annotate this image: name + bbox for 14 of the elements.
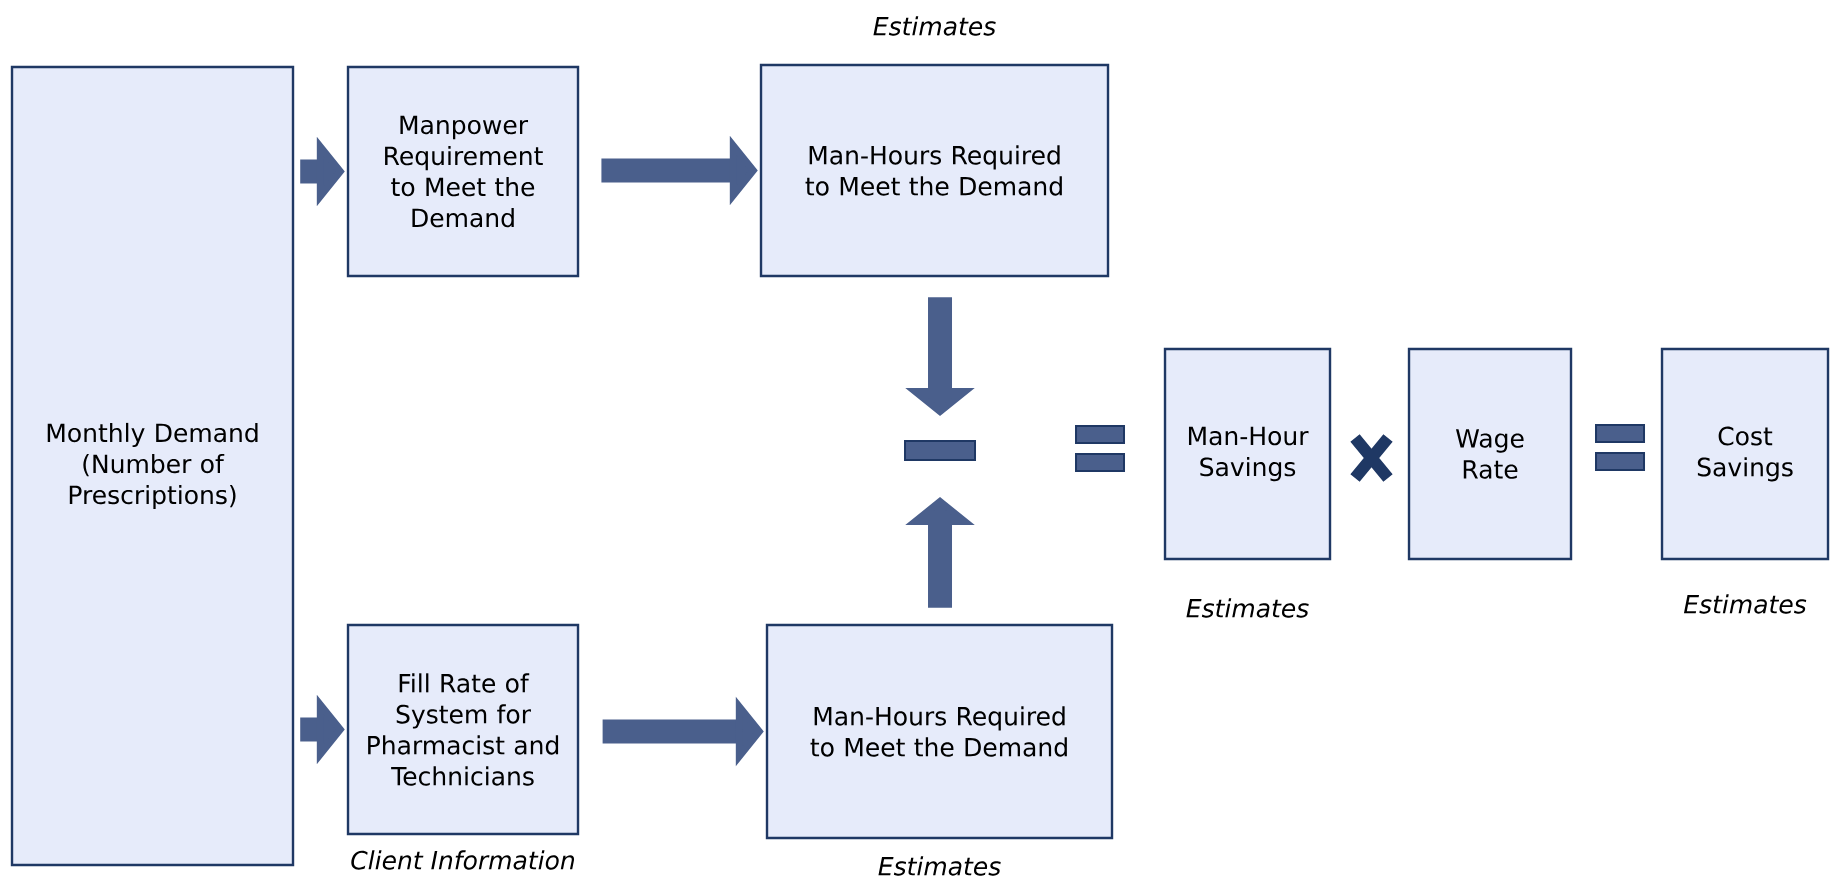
process-box: Manpower Requirement to Meet the Demand: [346, 65, 580, 278]
process-box: Fill Rate of System for Pharmacist and Technicians: [346, 623, 580, 836]
process-box: Man-Hours Required to Meet the Demand: [765, 623, 1114, 840]
node-label: Estimates: [878, 856, 1001, 876]
minus-sign: [904, 440, 976, 461]
node-label: Client Information: [351, 850, 575, 870]
process-box: Wage Rate: [1407, 347, 1573, 561]
node-label: Estimates: [873, 16, 996, 36]
node-label: Estimates: [1683, 594, 1807, 614]
process-box: Monthly Demand (Number of Prescriptions): [10, 65, 295, 867]
process-box: Man-Hours Required to Meet the Demand: [759, 63, 1110, 278]
process-box: Man-Hour Savings: [1163, 347, 1332, 561]
node-label: Estimates: [1186, 598, 1309, 618]
process-box: Cost Savings: [1660, 347, 1830, 561]
